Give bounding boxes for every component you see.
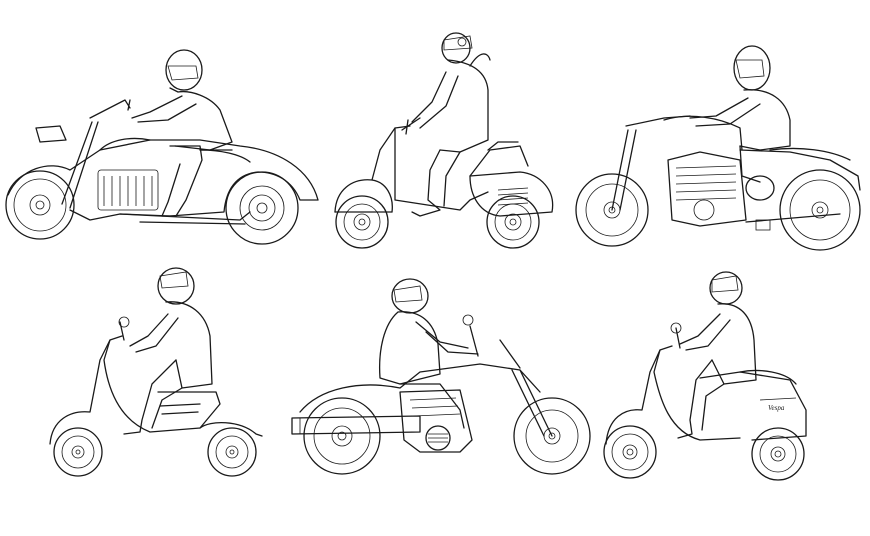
vespa-scooter-with-rider: Vespa — [603, 271, 807, 481]
rider — [123, 267, 213, 435]
electric-scooter-with-rider — [49, 267, 263, 477]
rear-wheel — [225, 171, 299, 245]
vespa-logo: Vespa — [768, 404, 785, 412]
rider — [689, 45, 791, 183]
rear-wheel — [751, 427, 805, 481]
rider — [411, 32, 491, 217]
front-wheel — [335, 195, 389, 249]
front-wheel — [513, 397, 591, 475]
rear-wheel — [303, 397, 381, 475]
rear-wheel — [779, 169, 861, 251]
front-wheel — [53, 427, 103, 477]
rider — [131, 49, 233, 217]
front-wheel — [575, 173, 649, 247]
rear-wheel — [486, 195, 540, 249]
front-wheel — [5, 170, 75, 240]
rear-wheel — [207, 427, 257, 477]
classic-scooter-with-rider — [334, 32, 554, 249]
cruiser-with-helmeted-rider — [5, 49, 319, 245]
rider — [677, 271, 757, 439]
front-wheel — [603, 425, 657, 479]
v-twin-cruiser-with-rider — [575, 45, 861, 251]
bobber-motorcycle-with-rider — [291, 278, 591, 475]
rider — [378, 278, 479, 429]
